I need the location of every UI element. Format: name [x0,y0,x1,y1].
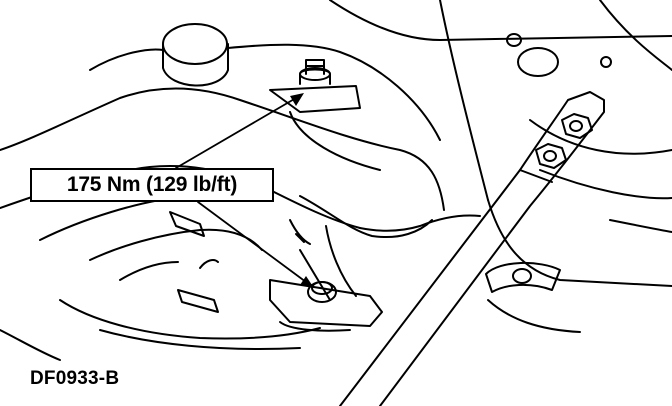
stabilizer-bar [339,91,605,406]
arrow-head-upper [290,93,304,106]
spring-seat-boss [89,23,441,141]
torque-spec-label: 175 Nm (129 lb/ft) [30,168,274,202]
callout-arrows [175,93,314,288]
arrow-to-upper-stud [175,97,297,169]
lower-control-arm [0,87,481,361]
arrow-head-lower [300,276,314,288]
lower-bracket [269,219,383,332]
frame-rail-outline [329,0,672,287]
arrow-to-lower-bolt [197,201,307,283]
lower-bolt [307,281,337,303]
right-lower-nut [485,262,581,333]
bar-nuts [535,113,593,169]
access-plugs [506,33,612,77]
figure-code: DF0933-B [30,368,120,389]
upper-bracket [269,59,381,171]
